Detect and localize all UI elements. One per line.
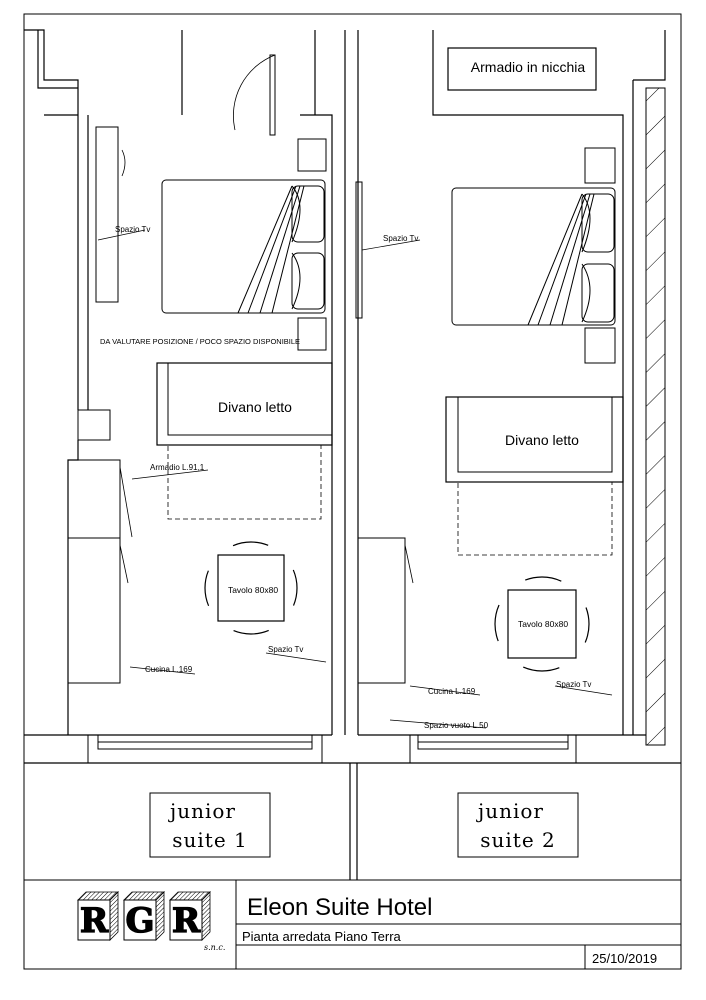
kitchen-unit xyxy=(67,537,121,684)
table xyxy=(507,589,577,659)
nightstand xyxy=(297,317,327,351)
double-bed xyxy=(451,187,616,326)
spazio-tv-label: Spazio Tv xyxy=(383,234,418,243)
window xyxy=(409,734,577,764)
table-label: Tavolo 80x80 xyxy=(518,619,568,629)
suite-2-name-box: junior suite 2 xyxy=(457,792,579,858)
rgr-logo: R G R s.n.c. xyxy=(77,891,225,952)
drawing-date: 25/10/2019 xyxy=(592,951,657,966)
spazio-vuoto-label: Spazio vuoto L.50 xyxy=(424,721,489,730)
table xyxy=(217,554,285,622)
drawing-subtitle: Pianta arredata Piano Terra xyxy=(242,929,402,944)
niche-wardrobe xyxy=(447,47,597,91)
nightstand xyxy=(297,138,327,172)
niche-wardrobe-label: Armadio in nicchia xyxy=(471,59,586,75)
suite-2-line1: junior xyxy=(476,799,544,823)
sofa-bed-open-outline xyxy=(167,444,322,520)
title-block xyxy=(24,879,681,969)
walls xyxy=(24,29,681,880)
spazio-tv-label: Spazio Tv xyxy=(268,645,303,654)
armadio-label: Armadio L.91,1 xyxy=(150,463,205,472)
nightstand xyxy=(584,327,616,364)
cucina-label: Cucina L.169 xyxy=(145,665,193,674)
cucina-label: Cucina L.169 xyxy=(428,687,476,696)
window xyxy=(87,734,323,764)
spazio-tv-label: Spazio Tv xyxy=(556,680,591,689)
table-label: Tavolo 80x80 xyxy=(228,585,278,595)
svg-text:R: R xyxy=(172,901,201,941)
suite-2-plan: Spazio Tv Divano letto Cucina L.169 xyxy=(355,147,624,764)
sofa-bed-label: Divano letto xyxy=(218,399,292,415)
suite-1-name-box: junior suite 1 xyxy=(149,792,271,858)
spazio-tv-label: Spazio Tv xyxy=(115,225,150,234)
tv-wall-unit xyxy=(95,126,119,303)
sheet-border xyxy=(23,13,682,970)
suite-2-line2: suite 2 xyxy=(480,828,556,852)
svg-text:G: G xyxy=(125,901,154,941)
suite-1-line2: suite 1 xyxy=(172,828,248,852)
wardrobe xyxy=(67,459,121,539)
tv-wall-panel xyxy=(355,181,363,319)
suite-1-plan: Spazio Tv DA VALUTARE POSIZIONE / POCO S… xyxy=(67,126,333,764)
hatched-exterior-wall xyxy=(645,87,666,746)
sofa-bed-open-outline xyxy=(457,481,613,556)
project-title: Eleon Suite Hotel xyxy=(247,894,432,921)
sofa-bed-label: Divano letto xyxy=(505,432,579,448)
double-bed xyxy=(161,179,326,314)
position-warning-note: DA VALUTARE POSIZIONE / POCO SPAZIO DISP… xyxy=(100,337,300,346)
door xyxy=(233,54,276,136)
nightstand xyxy=(584,147,616,184)
svg-text:R: R xyxy=(80,901,109,941)
kitchen-unit xyxy=(357,537,406,684)
logo-suffix: s.n.c. xyxy=(204,943,225,952)
suite-1-line1: junior xyxy=(168,799,236,823)
